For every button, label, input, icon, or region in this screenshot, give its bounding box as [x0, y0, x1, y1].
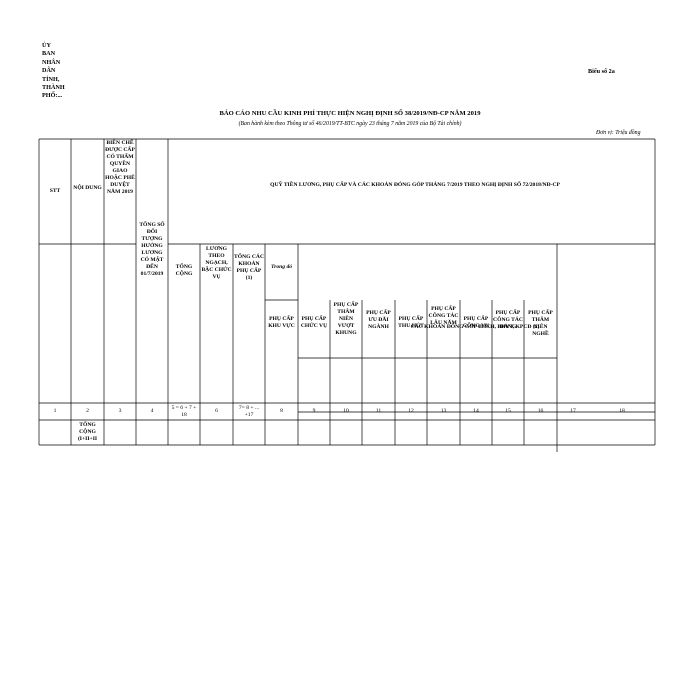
col-number: 9 — [312, 408, 316, 414]
col-number: 17 — [570, 408, 576, 414]
header-sub-khuvuc: PHỤ CẤP KHU VỰC — [268, 316, 295, 329]
col-number: 18 — [619, 408, 625, 414]
report-subtitle: (Ban hành kèm theo Thông tư số 46/2019/T… — [238, 121, 462, 127]
header-sub-thuhut: PHỤ CẤP THU HÚT — [398, 316, 424, 329]
col-number: 14 — [473, 408, 479, 414]
col-number: 5 = 6 + 7 + 18 — [171, 405, 197, 418]
col-number: 12 — [408, 408, 414, 414]
header-luong: LƯƠNG THEO NGẠCH, BẬC CHỨC VỤ — [201, 246, 232, 280]
header-phucap: TỔNG CÁC KHOẢN PHỤ CẤP (1) — [234, 254, 264, 281]
col-number: 13 — [440, 408, 447, 414]
header-tongso: TỔNG SỐ ĐỐI TƯỢNG HƯỞNG LƯƠNG CÓ MẶT ĐẾN… — [139, 222, 165, 277]
header-sub-congtacdang: PHỤ CẤP CÔNG TÁC ĐẢNG — [493, 310, 523, 330]
col-number: 7= 8 + ... +17 — [238, 405, 260, 418]
header-group-quy: QUỸ TIỀN LƯƠNG, PHỤ CẤP VÀ CÁC KHOẢN ĐÓN… — [270, 182, 560, 188]
header-cackhoan: CÁC KHOẢN ĐÓNG GÓP BHXH, BHYT, KPCĐ (2) — [410, 324, 540, 330]
header-sub-thamniennghe: PHỤ CẤP THÂM NIÊN NGHỀ — [528, 310, 553, 337]
col-number: 11 — [375, 408, 382, 414]
header-sub-launam: PHỤ CẤP CÔNG TÁC LÂU NĂM — [428, 306, 459, 326]
header-stt: STT — [49, 188, 61, 194]
header-bienche: BIÊN CHẾ ĐƯỢC CẤP CÓ THẨM QUYỀN GIAO HOẶ… — [105, 140, 135, 195]
col-number: 16 — [537, 408, 544, 414]
header-sub-thamnien: PHỤ CẤP THÂM NIÊN VƯỢT KHUNG — [333, 302, 359, 336]
col-number: 2 — [86, 408, 89, 414]
report-title: BÁO CÁO NHU CẦU KINH PHÍ THỰC HIỆN NGHỊ … — [219, 110, 481, 117]
issuing-authority: ỦY BAN NHÂN DÂN TỈNH, THÀNH PHỐ:... — [42, 42, 65, 100]
col-number: 4 — [150, 408, 154, 414]
unit-label: Đơn vị: Triệu đồng — [596, 130, 641, 136]
form-code: Biểu số 2a — [588, 68, 615, 75]
header-tongcong: TỔNG CỘNG — [175, 264, 193, 277]
col-number: 1 — [53, 408, 57, 414]
header-sub-uudai: PHỤ CẤP ƯU ĐÃI NGÀNH — [366, 310, 391, 330]
header-sub-chucvu: PHỤ CẤP CHỨC VỤ — [300, 316, 328, 329]
col-number: 15 — [505, 408, 511, 414]
col-number: 3 — [118, 408, 122, 414]
total-row-label: TỔNG CỘNG (I+II+II — [77, 422, 98, 442]
header-noidung: NỘI DUNG — [73, 185, 102, 191]
col-number: 10 — [343, 408, 349, 414]
header-trongdo: Trong đó — [270, 264, 293, 270]
col-number: 6 — [215, 408, 218, 414]
col-number: 8 — [280, 408, 283, 414]
header-sub-congvu: PHỤ CẤP CÔNG VỤ — [462, 316, 490, 329]
